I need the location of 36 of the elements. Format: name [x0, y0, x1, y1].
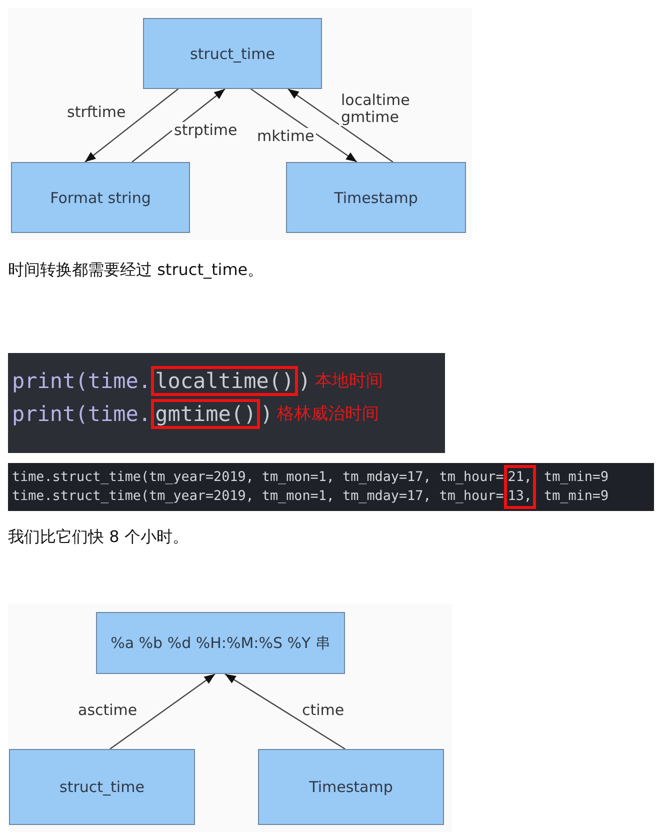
code-text: gmtime() [155, 402, 256, 426]
code-text: print(time. [12, 402, 152, 426]
process-box [9, 749, 195, 825]
annotation: 本地时间 [314, 370, 383, 392]
arrow [110, 674, 216, 750]
edge-label: strptime [172, 122, 240, 139]
box-label: %a %b %d %H:%M:%S %Y 串 [110, 634, 330, 652]
code-text: localtime() [155, 368, 294, 392]
arrow [224, 674, 346, 750]
output-text: time.struct_time(tm_year=2019, tm_mon=1, tm_mday=17, tm_hour= [12, 488, 504, 506]
process-box [96, 612, 345, 674]
output-text: time.struct_time(tm_year=2019, tm_mon=1, tm_mday=17, tm_hour= [12, 469, 504, 487]
process-box [286, 162, 466, 233]
arrow [250, 88, 358, 162]
paragraph: 时间转换都需要经过 struct_time。 [8, 260, 264, 281]
box-label: struct_time [190, 44, 275, 62]
box-label: Format string [50, 188, 151, 206]
process-box [11, 162, 190, 233]
box-label: Timestamp [334, 188, 418, 206]
process-box [258, 749, 444, 825]
output-text: tm_min=9 [543, 469, 609, 487]
arrow [84, 88, 178, 162]
output-text: 13, [508, 488, 532, 506]
output-text: 21, [508, 469, 532, 487]
highlight-box [504, 465, 536, 509]
annotation: 格林威治时间 [276, 403, 379, 425]
code-text: ) [298, 368, 311, 392]
box-label: struct_time [60, 778, 144, 796]
arrow [132, 88, 226, 162]
process-box [143, 18, 322, 89]
code-text: print(time. [12, 368, 152, 392]
output-text: tm_min=9 [543, 488, 609, 506]
paragraph: 我们比它们快 8 个小时。 [8, 527, 188, 548]
code-text: ) [260, 402, 273, 426]
arrow [288, 88, 394, 162]
box-label: Timestamp [309, 778, 393, 796]
